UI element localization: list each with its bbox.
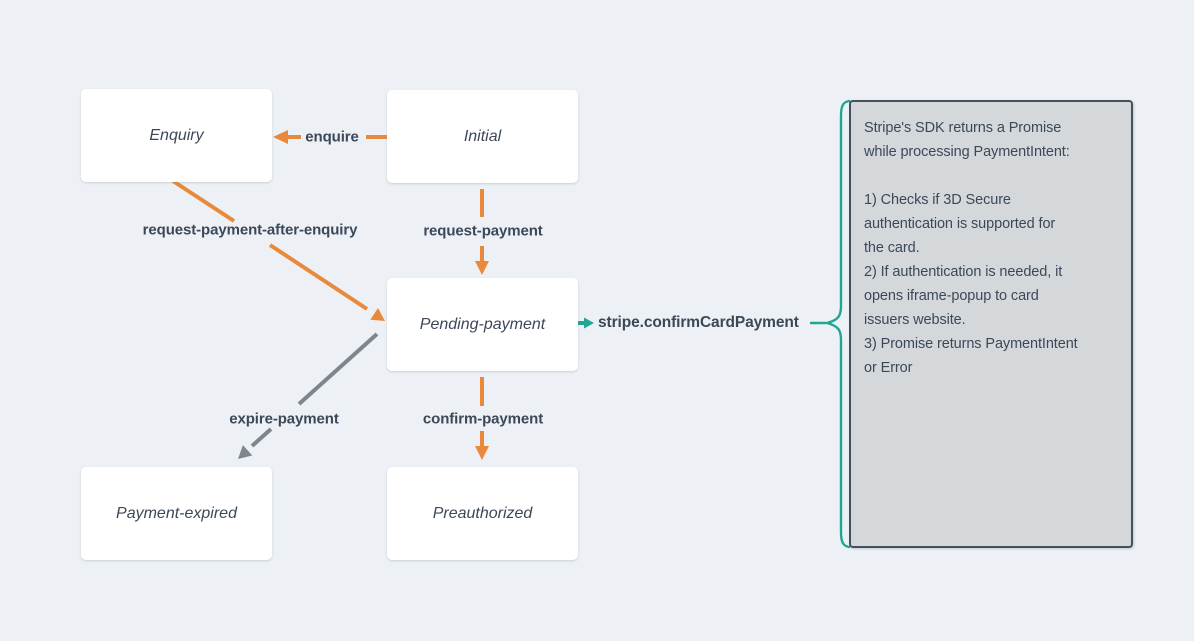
note-line: issuers website. [864, 312, 966, 328]
confirm-payment-transition-label: confirm-payment [422, 410, 544, 428]
note-box: Stripe's SDK returns a Promise while pro… [849, 100, 1133, 548]
request-payment-after-enquiry-arrow [171, 179, 385, 321]
note-line: the card. [864, 240, 920, 256]
note-line: authentication is supported for [864, 216, 1056, 232]
note-line: opens iframe-popup to card [864, 288, 1039, 304]
state-pending-payment: Pending-payment [387, 278, 578, 371]
note-line [864, 164, 1118, 188]
note-brace [809, 99, 851, 549]
note-line: Stripe's SDK returns a Promise [864, 120, 1062, 136]
enquire-transition-label: enquire [305, 128, 359, 146]
note-line: 2) If authentication is needed, it [864, 264, 1063, 280]
state-pending-payment-label: Pending-payment [419, 315, 546, 333]
note-line: 1) Checks if 3D Secure [864, 192, 1011, 208]
state-enquiry: Enquiry [81, 89, 272, 182]
request-payment-transition-label: request-payment [423, 222, 543, 240]
side-effect-label: stripe.confirmCardPayment [598, 314, 799, 331]
state-initial-label: Initial [463, 127, 502, 145]
state-enquiry-label: Enquiry [149, 126, 204, 144]
state-preauthorized-label: Preauthorized [432, 504, 533, 522]
state-payment-expired-label: Payment-expired [116, 504, 237, 522]
note-line: while processing PaymentIntent: [864, 144, 1070, 160]
request-payment-after-enquiry-transition-label: request-payment-after-enquiry [142, 221, 358, 239]
expire-payment-transition-label: expire-payment [229, 410, 339, 428]
expire-payment-arrow [238, 332, 379, 459]
state-payment-expired: Payment-expired [81, 467, 272, 560]
state-preauthorized: Preauthorized [387, 467, 578, 560]
note-line: or Error [864, 360, 913, 376]
state-initial: Initial [387, 90, 578, 183]
note-line: 3) Promise returns PaymentIntent [864, 336, 1078, 352]
